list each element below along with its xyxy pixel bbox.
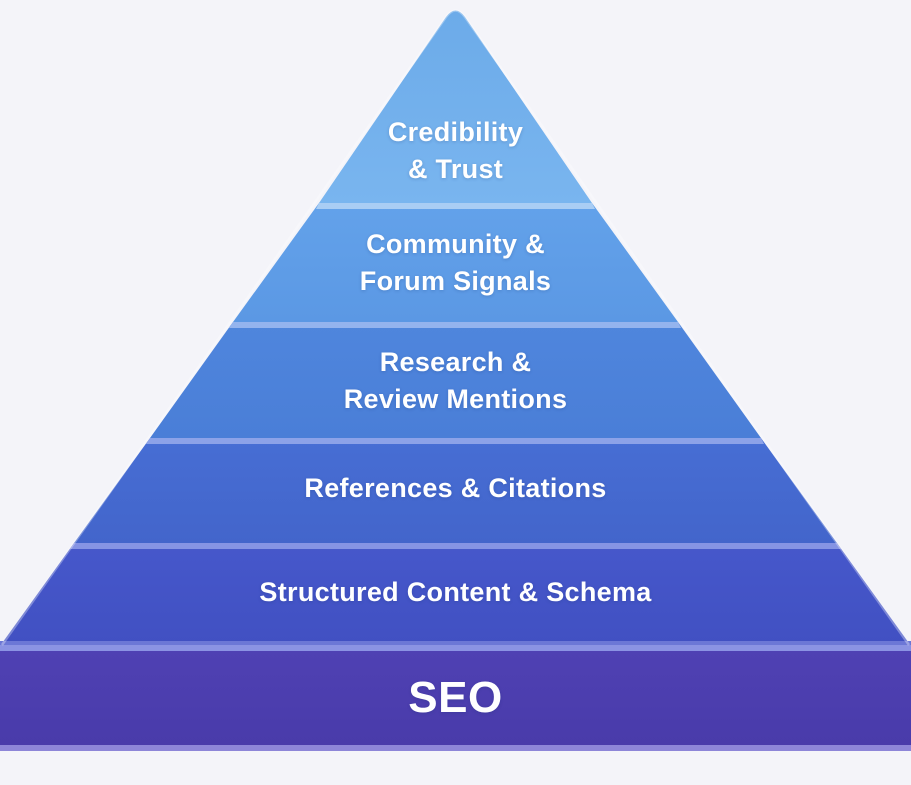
tier-top-bevel-research bbox=[229, 322, 681, 328]
seo-top-bevel-inner bbox=[0, 645, 911, 651]
pyramid-edge-bevel bbox=[0, 9, 911, 646]
seo-bottom-bevel bbox=[0, 745, 911, 751]
tier-shape-credibility-trust bbox=[319, 10, 592, 203]
tier-shape-community-forum-signals bbox=[233, 203, 678, 322]
tier-top-bevel-community bbox=[316, 203, 595, 209]
tier-shape-research-review-mentions bbox=[150, 322, 761, 438]
tier-top-bevel-structured bbox=[70, 543, 841, 549]
tier-shape-references-citations bbox=[74, 438, 837, 543]
tier-shape-structured-content-schema bbox=[0, 543, 911, 646]
tier-shape-seo bbox=[0, 651, 911, 745]
seo-top-bevel-outer bbox=[0, 641, 911, 645]
tier-top-bevel-references bbox=[146, 438, 764, 444]
